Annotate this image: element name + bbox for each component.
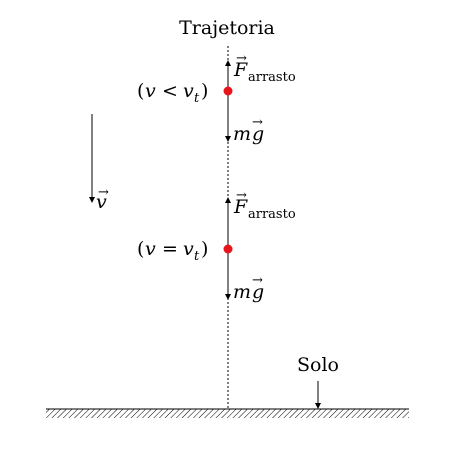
speed-condition-label: ( v < v t ) (137, 80, 208, 106)
particle (223, 86, 233, 96)
mass-symbol: m (233, 281, 251, 303)
terminal-subscript: t (194, 91, 200, 106)
close-paren: ) (201, 80, 208, 102)
terminal-speed-symbol: v (183, 80, 194, 102)
ground (46, 408, 409, 418)
open-paren: ( (137, 238, 144, 260)
gravity-symbol: g (252, 123, 264, 145)
gravity-symbol: g (252, 281, 264, 303)
open-paren: ( (137, 80, 144, 102)
weight-label: m g → (233, 115, 264, 145)
vector-accent: → (236, 51, 247, 66)
vector-accent: → (236, 188, 247, 203)
drag-force-subscript: arrasto (248, 207, 296, 222)
velocity-label: v → (96, 185, 109, 213)
drag-force-label: F → arrasto (233, 51, 296, 85)
speed-symbol: v (145, 238, 156, 260)
drag-force-symbol: F (233, 196, 248, 218)
speed-symbol: v (145, 80, 156, 102)
trajectory-title: Trajetoria (179, 17, 275, 39)
terminal-subscript: t (194, 249, 200, 264)
vector-accent: → (252, 273, 263, 288)
mass-symbol: m (233, 123, 251, 145)
relation-symbol: = (162, 238, 178, 260)
drag-force-symbol: F (233, 59, 248, 81)
drag-force-label: F → arrasto (233, 188, 296, 222)
state-terminal-not-reached: F → arrasto m g → ( v < v t ) (137, 51, 296, 145)
state-terminal-reached: F → arrasto m g → ( v = v t ) (137, 188, 296, 303)
vector-accent: → (252, 115, 263, 130)
ground-label: Solo (297, 354, 339, 376)
terminal-speed-symbol: v (183, 238, 194, 260)
weight-label: m g → (233, 273, 264, 303)
drag-force-subscript: arrasto (248, 70, 296, 85)
velocity-symbol: v (96, 191, 107, 213)
particle (223, 244, 233, 254)
close-paren: ) (201, 238, 208, 260)
relation-symbol: < (162, 80, 178, 102)
ground-hatch (46, 409, 409, 418)
vector-accent: → (98, 185, 109, 200)
speed-condition-label: ( v = v t ) (137, 238, 208, 264)
